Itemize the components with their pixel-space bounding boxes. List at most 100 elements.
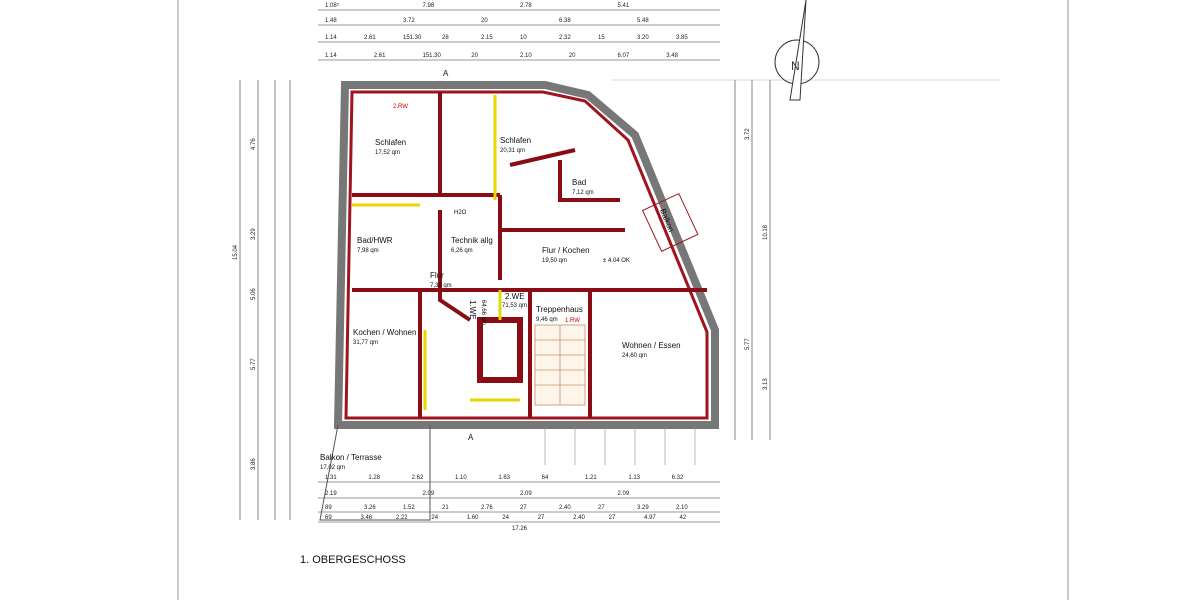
room-area: 20,31 qm <box>500 148 525 154</box>
dimension-label: 3.46 <box>360 515 372 521</box>
room-area: 19,50 qm <box>542 258 567 264</box>
room-area: 7,39 qm <box>430 283 452 289</box>
room-label: Balkon / Terrasse <box>320 453 382 462</box>
dimension-label: 64 <box>542 475 549 481</box>
dimension-label: 2.10 <box>676 505 688 511</box>
dimension-label: 27 <box>598 505 605 511</box>
level-label: ± 4.04 OK <box>603 258 630 264</box>
dimension-label: 2.10 <box>520 53 532 59</box>
dimension-label: 5.06 <box>251 288 257 300</box>
balcony-north <box>641 192 699 252</box>
room-label: Schlafen <box>500 136 531 145</box>
exterior-wall <box>333 81 719 429</box>
dimension-label: 21 <box>442 505 449 511</box>
dimension-label: 5.48 <box>637 18 649 24</box>
dimension-label: 69 <box>325 515 332 521</box>
floor-title: 1. OBERGESCHOSS <box>300 554 406 566</box>
dimension-label: 2.40 <box>559 505 571 511</box>
dimension-label: 2.40 <box>573 515 585 521</box>
insulation-line <box>344 90 709 420</box>
dimension-label: 89 <box>325 505 332 511</box>
dimension-label: 3.72 <box>403 18 415 24</box>
balcony-terrace-outline <box>319 424 431 521</box>
dimension-label: 5.41 <box>618 3 630 9</box>
dimension-label: 10.18 <box>763 224 769 240</box>
dimension-label: 7.98 <box>423 3 435 9</box>
dimension-label: 1.14 <box>325 53 337 59</box>
dimension-label: 27 <box>538 515 545 521</box>
unit-2we-label: 2.WE <box>505 292 525 301</box>
dimension-label: 24 <box>431 515 438 521</box>
room-area: 24,60 qm <box>622 353 647 359</box>
dimension-label: 20 <box>569 53 576 59</box>
dimension-label: 2.09 <box>520 491 532 497</box>
dimension-label: 1.48 <box>325 18 337 24</box>
mark-2rw: 2.RW <box>393 104 408 110</box>
dimension-label: 1.31 <box>325 475 337 481</box>
svg-text:N: N <box>791 59 800 73</box>
dimension-label: 24 <box>502 515 509 521</box>
dimension-label: 15 <box>598 35 605 41</box>
dimension-label: 1.14 <box>325 35 337 41</box>
dimension-label: 10 <box>520 35 527 41</box>
north-arrow-icon: N <box>774 0 820 101</box>
dimension-label: 1.28 <box>368 475 380 481</box>
dimension-label: 2.09 <box>618 491 630 497</box>
section-marker-bottom: A <box>468 433 474 442</box>
dimension-label: 6.32 <box>672 475 684 481</box>
room-label: Technik allg <box>451 236 493 245</box>
dimension-label: 1.21 <box>585 475 597 481</box>
unit-1we-label: 1.WE <box>468 300 477 320</box>
room-label: Flur / Kochen <box>542 246 590 255</box>
section-marker-top: A <box>443 69 449 78</box>
room-label: Bad <box>572 178 586 187</box>
interior-walls <box>352 92 707 418</box>
dimension-label: 1.63 <box>498 475 510 481</box>
room-area: 7,98 qm <box>357 248 379 254</box>
dimension-label: 151.30 <box>423 53 442 59</box>
dimension-label: 1.13 <box>628 475 640 481</box>
dimension-label: 2.32 <box>559 35 571 41</box>
room-label: Schlafen <box>375 138 406 147</box>
dimension-label: 151.30 <box>403 35 422 41</box>
dimension-label: 2.19 <box>325 491 337 497</box>
room-label: Bad/HWR <box>357 236 393 245</box>
room-area: 17,02 qm <box>320 465 345 471</box>
dimension-label: 3.13 <box>763 378 769 390</box>
dimension-label: 15.04 <box>233 244 239 260</box>
dimension-label: 4.97 <box>644 515 656 521</box>
dimension-label: 6.38 <box>559 18 571 24</box>
dimension-label: 6.07 <box>618 53 630 59</box>
staircase <box>534 324 586 406</box>
dimension-label: 1.52 <box>403 505 415 511</box>
dimension-label: 28 <box>442 35 449 41</box>
dimension-label: 20 <box>481 18 488 24</box>
mark-1rw: 1.RW <box>565 318 580 324</box>
room-label: Kochen / Wohnen <box>353 328 416 337</box>
dimension-label: 2.76 <box>481 505 493 511</box>
room-area: 9,46 qm <box>536 317 558 323</box>
dimension-label: 3.85 <box>676 35 688 41</box>
dimension-label: 42 <box>680 515 687 521</box>
room-area: 6,26 qm <box>451 248 473 254</box>
dimension-label: 3.29 <box>637 505 649 511</box>
mark-h2o: H2O <box>454 210 467 216</box>
dimension-label: 4.76 <box>251 138 257 150</box>
dimension-label: 17.26 <box>512 526 528 532</box>
room-area: 17,52 qm <box>375 150 400 156</box>
unit-2we-area: 71,53 qm <box>502 303 527 309</box>
dimension-label: 3.20 <box>637 35 649 41</box>
dimension-label: 2.78 <box>520 3 532 9</box>
dimension-label: 2.61 <box>374 53 386 59</box>
dimension-lines <box>239 9 1000 523</box>
dimension-label: 1.08⁵ <box>325 2 340 9</box>
room-label: Treppenhaus <box>536 305 583 314</box>
terrace-steps <box>544 425 696 465</box>
room-label: Wohnen / Essen <box>622 341 681 350</box>
dimension-label: 5.77 <box>251 358 257 370</box>
room-area: 31,77 qm <box>353 340 378 346</box>
dimension-label: 2.15 <box>481 35 493 41</box>
unit-1we-area: 64,66 qm <box>480 300 486 325</box>
dimension-label: 3.72 <box>745 128 751 140</box>
